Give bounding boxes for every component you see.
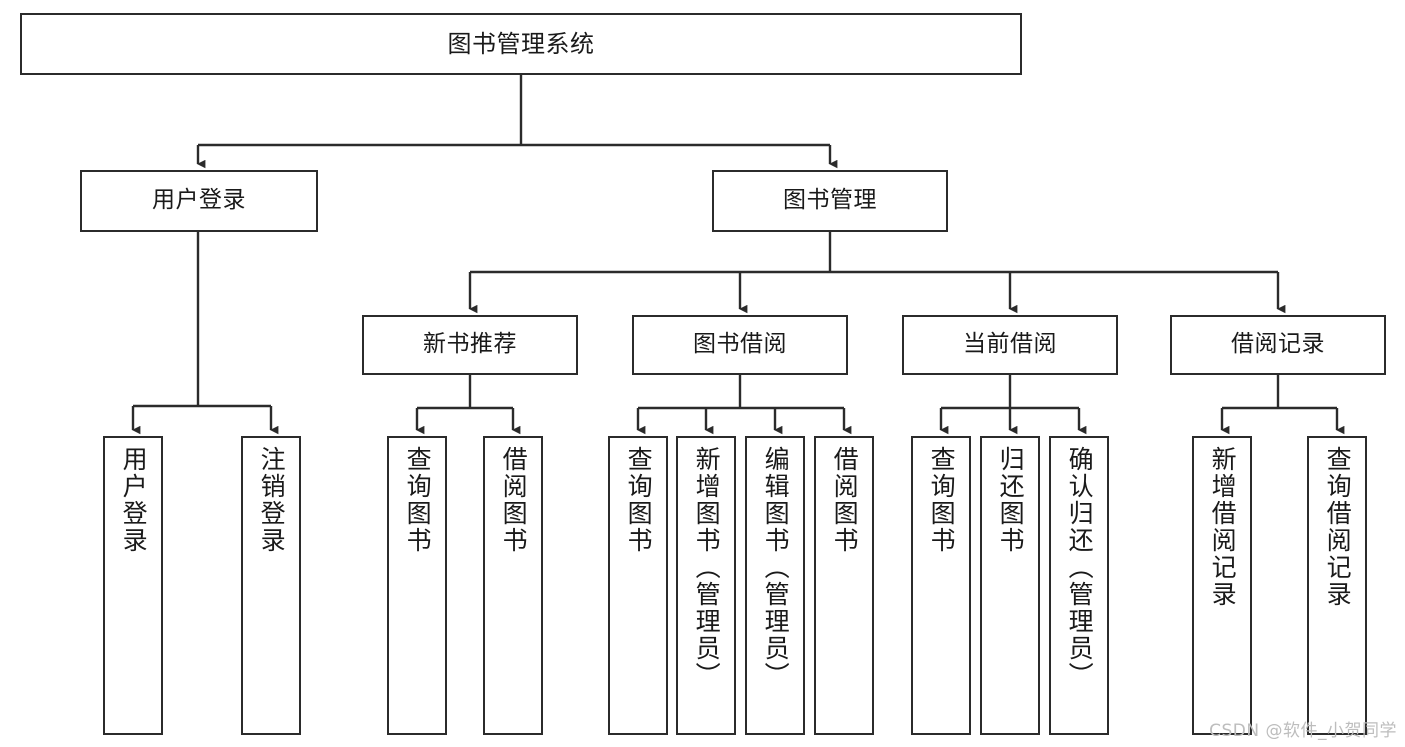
node-book-manage[interactable]: 图书管理 xyxy=(712,170,948,232)
node-root-book-management-system[interactable]: 图书管理系统 xyxy=(20,13,1022,75)
watermark-text: CSDN @软件_小贺同学 xyxy=(1209,721,1397,741)
node-current-borrow[interactable]: 当前借阅 xyxy=(902,315,1118,375)
node-label: 新增图书（管理员） xyxy=(692,446,722,689)
node-label: 注销登录 xyxy=(257,446,287,554)
node-label: 当前借阅 xyxy=(963,331,1057,358)
node-label: 图书管理系统 xyxy=(447,29,595,58)
node-leaf-edit-book-admin[interactable]: 编辑图书（管理员） xyxy=(745,436,805,735)
node-label: 归还图书 xyxy=(996,446,1026,554)
node-label: 图书管理 xyxy=(783,187,877,214)
node-leaf-borrow-book-borrow[interactable]: 借阅图书 xyxy=(814,436,874,735)
node-leaf-query-book-recommend[interactable]: 查询图书 xyxy=(387,436,447,735)
node-new-book-recommend[interactable]: 新书推荐 xyxy=(362,315,578,375)
node-leaf-borrow-book-recommend[interactable]: 借阅图书 xyxy=(483,436,543,735)
node-leaf-confirm-return-admin[interactable]: 确认归还（管理员） xyxy=(1049,436,1109,735)
node-label: 新增借阅记录 xyxy=(1208,446,1238,608)
node-label: 借阅图书 xyxy=(499,446,529,554)
node-label: 确认归还（管理员） xyxy=(1065,446,1095,689)
node-leaf-query-borrow-record[interactable]: 查询借阅记录 xyxy=(1307,436,1367,735)
node-label: 查询图书 xyxy=(624,446,654,554)
node-label: 借阅记录 xyxy=(1231,331,1325,358)
node-leaf-query-book-borrow[interactable]: 查询图书 xyxy=(608,436,668,735)
node-label: 用户登录 xyxy=(152,187,246,214)
node-label: 借阅图书 xyxy=(830,446,860,554)
node-user-login[interactable]: 用户登录 xyxy=(80,170,318,232)
node-label: 新书推荐 xyxy=(423,331,517,358)
node-label: 查询图书 xyxy=(927,446,957,554)
node-label: 编辑图书（管理员） xyxy=(761,446,791,689)
node-label: 图书借阅 xyxy=(693,331,787,358)
node-leaf-user-login[interactable]: 用户登录 xyxy=(103,436,163,735)
node-leaf-return-book[interactable]: 归还图书 xyxy=(980,436,1040,735)
node-borrow-record[interactable]: 借阅记录 xyxy=(1170,315,1386,375)
node-label: 查询借阅记录 xyxy=(1323,446,1353,608)
node-book-borrow[interactable]: 图书借阅 xyxy=(632,315,848,375)
node-leaf-add-borrow-record[interactable]: 新增借阅记录 xyxy=(1192,436,1252,735)
node-leaf-query-book-current[interactable]: 查询图书 xyxy=(911,436,971,735)
node-leaf-add-book-admin[interactable]: 新增图书（管理员） xyxy=(676,436,736,735)
node-label: 查询图书 xyxy=(403,446,433,554)
node-label: 用户登录 xyxy=(119,446,149,554)
node-leaf-logout-login[interactable]: 注销登录 xyxy=(241,436,301,735)
